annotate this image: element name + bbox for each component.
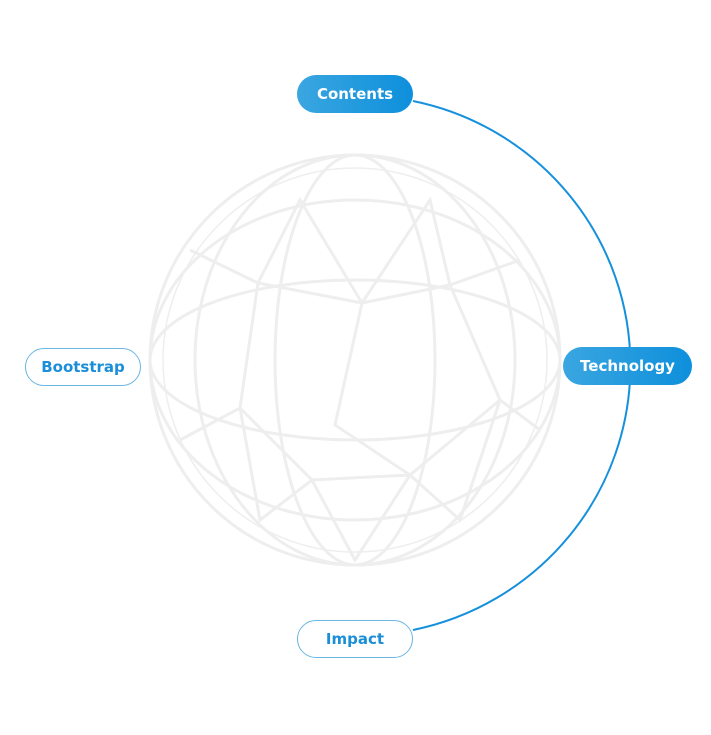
node-technology[interactable]: Technology <box>563 347 692 385</box>
wireframe-globe-icon <box>148 153 562 567</box>
node-bootstrap-label: Bootstrap <box>41 358 125 376</box>
node-bootstrap[interactable]: Bootstrap <box>25 348 141 386</box>
node-contents[interactable]: Contents <box>297 75 413 113</box>
node-impact[interactable]: Impact <box>297 620 413 658</box>
node-technology-label: Technology <box>580 357 675 375</box>
node-impact-label: Impact <box>325 630 385 648</box>
node-contents-label: Contents <box>316 85 394 103</box>
